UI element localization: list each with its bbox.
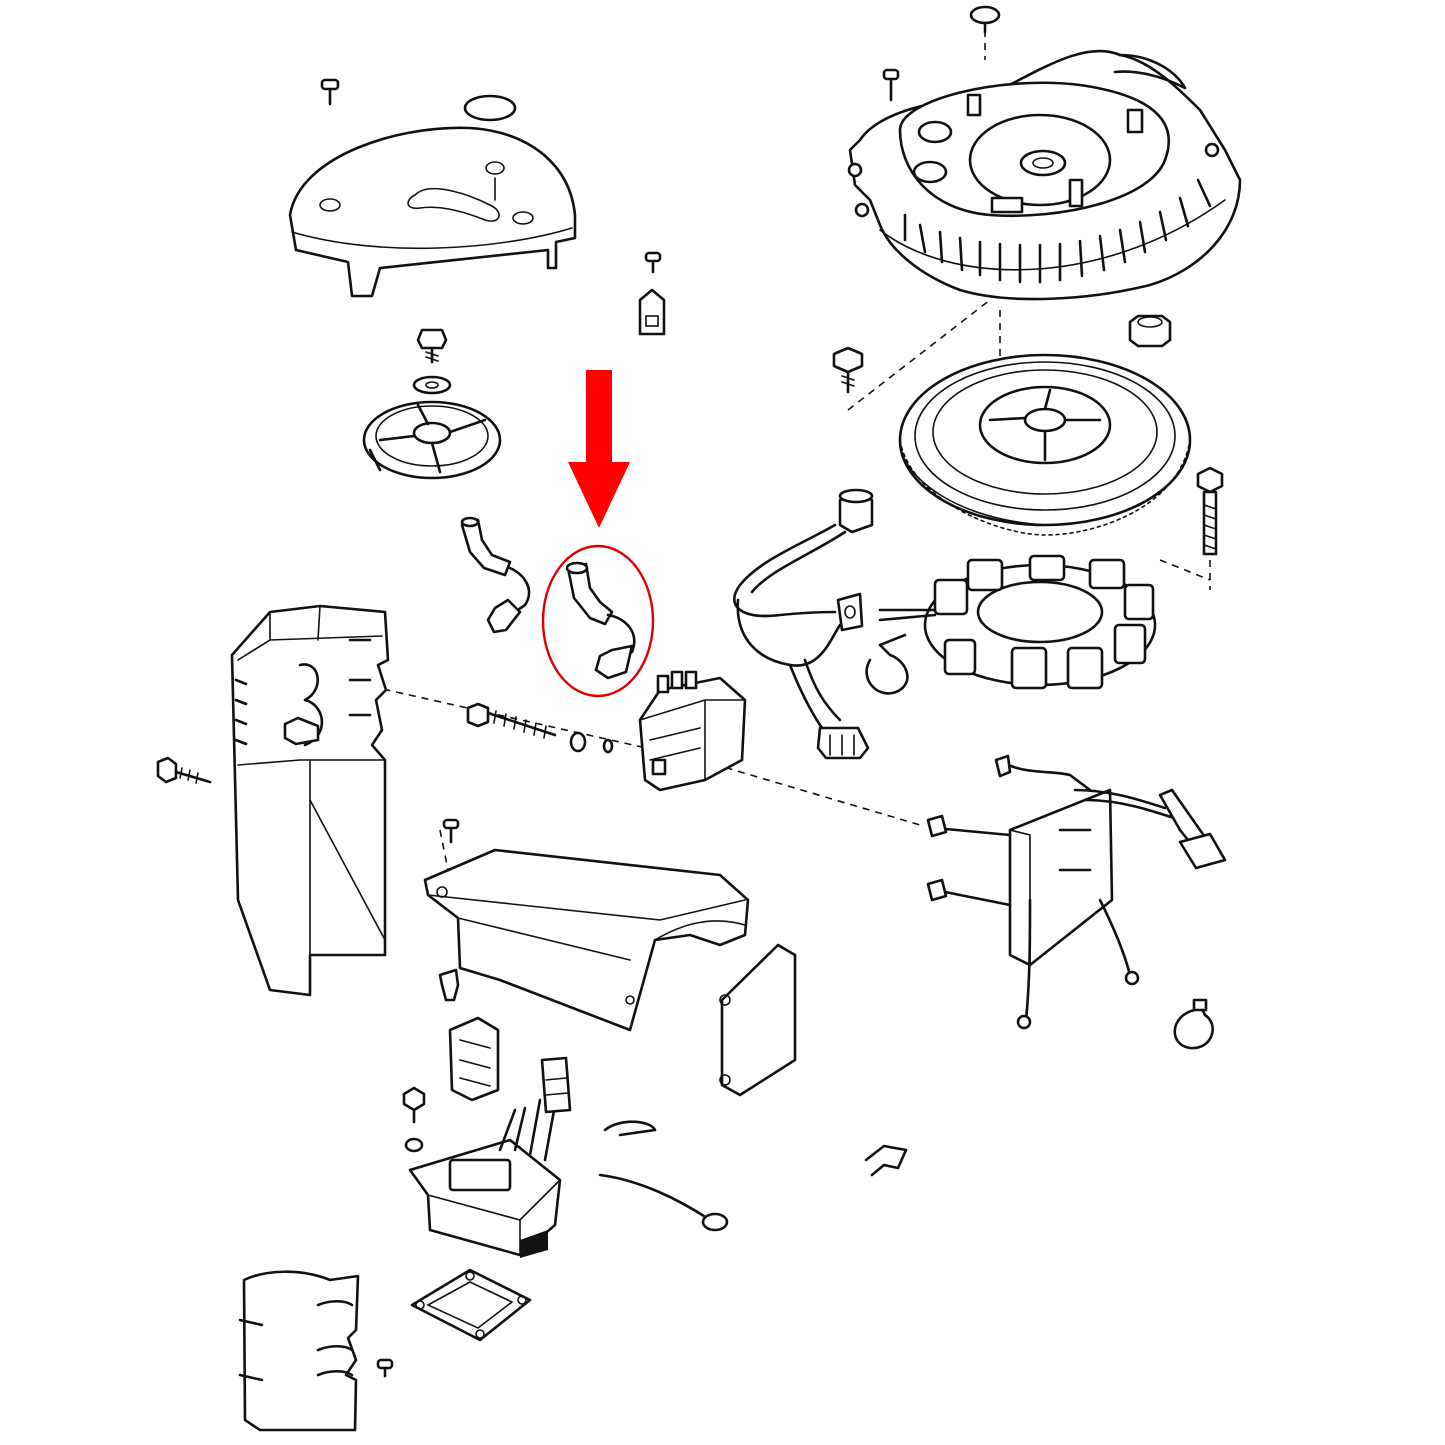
plate-screw (320, 78, 340, 106)
left-cover (230, 604, 390, 997)
rear-plate (719, 943, 797, 1097)
rectifier (408, 1056, 729, 1258)
trigger-screw (644, 251, 662, 274)
flywheel-cover (847, 5, 1242, 301)
power-pack (926, 754, 1227, 1030)
pulley-washer (412, 375, 452, 395)
cover-plug (969, 5, 1001, 25)
stator-clamp (865, 633, 909, 695)
stator-harness (733, 488, 874, 760)
highlight-ellipse (541, 544, 655, 698)
trigger-clip (638, 288, 666, 336)
rectifier-bolt (402, 1086, 426, 1124)
starter-pulley (362, 400, 502, 480)
coil-washer (569, 731, 587, 753)
lower-cover (238, 1270, 360, 1432)
push-rivet (438, 968, 460, 1002)
ignition-coil (638, 670, 747, 792)
plate-grommet (463, 94, 517, 122)
terminal-connector (448, 1016, 500, 1102)
stator (878, 554, 1157, 690)
pulley-bolt (416, 328, 448, 364)
rectifier-washer (404, 1137, 424, 1153)
wire-retainer (836, 592, 864, 632)
wire-clamp-right (1173, 998, 1214, 1050)
timer-base-plate (288, 126, 577, 298)
spark-lead-left (460, 516, 531, 634)
coil-lockwasher (602, 738, 614, 754)
stator-bolt (1196, 466, 1224, 556)
flywheel (898, 353, 1192, 536)
lower-cover-screw (376, 1358, 394, 1378)
wire-clip (864, 1144, 908, 1177)
down-arrow-icon (568, 370, 630, 528)
center-cover-screw (442, 818, 460, 844)
center-cover (423, 848, 750, 1032)
spark-lead-highlighted (565, 561, 636, 680)
left-cover-screw (156, 756, 212, 784)
cover-bolt (832, 346, 864, 394)
flywheel-nut (1128, 314, 1172, 348)
rectifier-gasket (410, 1268, 532, 1342)
coil-bolt (466, 702, 557, 739)
